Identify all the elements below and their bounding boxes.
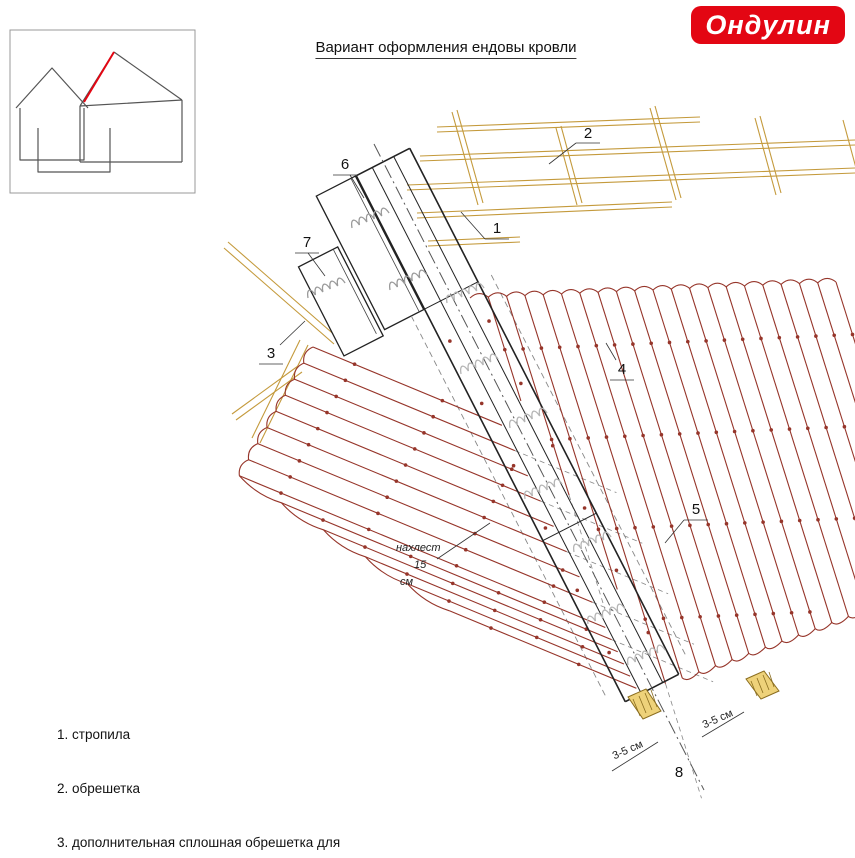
callout-2: 2 xyxy=(584,125,592,142)
logo-text: Ондулин xyxy=(705,10,831,40)
page-title: Вариант оформления ендовы кровли xyxy=(315,39,577,59)
battens-and-rafters xyxy=(223,105,855,444)
legend: 1. стропила 2. обрешетка 3. дополнительн… xyxy=(57,690,340,858)
inset-frame xyxy=(9,29,196,194)
valley-elements xyxy=(297,175,425,357)
callout-5: 5 xyxy=(692,501,700,518)
callout-4: 4 xyxy=(618,361,626,378)
callout-6: 6 xyxy=(341,156,349,173)
house-inset xyxy=(9,29,196,194)
callout-8: 8 xyxy=(675,764,683,781)
valley-axis xyxy=(373,143,705,791)
legend-line: 3. дополнительная сплошная обрешетка для xyxy=(57,835,341,850)
overlap-unit: см xyxy=(400,576,414,588)
valley-location-mark xyxy=(83,51,115,103)
universal-fillers xyxy=(307,207,666,666)
dimensions: 3-5 см 3-5 см нахлест 15 см xyxy=(396,522,745,772)
dim-left-label: 3-5 см xyxy=(611,738,645,762)
callout-7: 7 xyxy=(303,234,311,251)
valley-nails xyxy=(448,319,651,655)
callout-1: 1 xyxy=(493,220,501,237)
valley-channel xyxy=(355,147,680,703)
legend-line: 2. обрешетка xyxy=(57,781,141,796)
ondulin-logo: Ондулин xyxy=(691,6,845,44)
left-roof-sheets xyxy=(238,346,714,689)
right-roof-sheets xyxy=(469,277,855,799)
eave-closures xyxy=(627,670,780,720)
callouts: 1 2 3 4 5 6 7 8 xyxy=(259,125,708,781)
overlap-value: 15 xyxy=(414,559,427,571)
legend-line: 1. стропила xyxy=(57,727,131,742)
callout-3: 3 xyxy=(267,345,275,362)
overlap-word: нахлест xyxy=(396,542,441,554)
